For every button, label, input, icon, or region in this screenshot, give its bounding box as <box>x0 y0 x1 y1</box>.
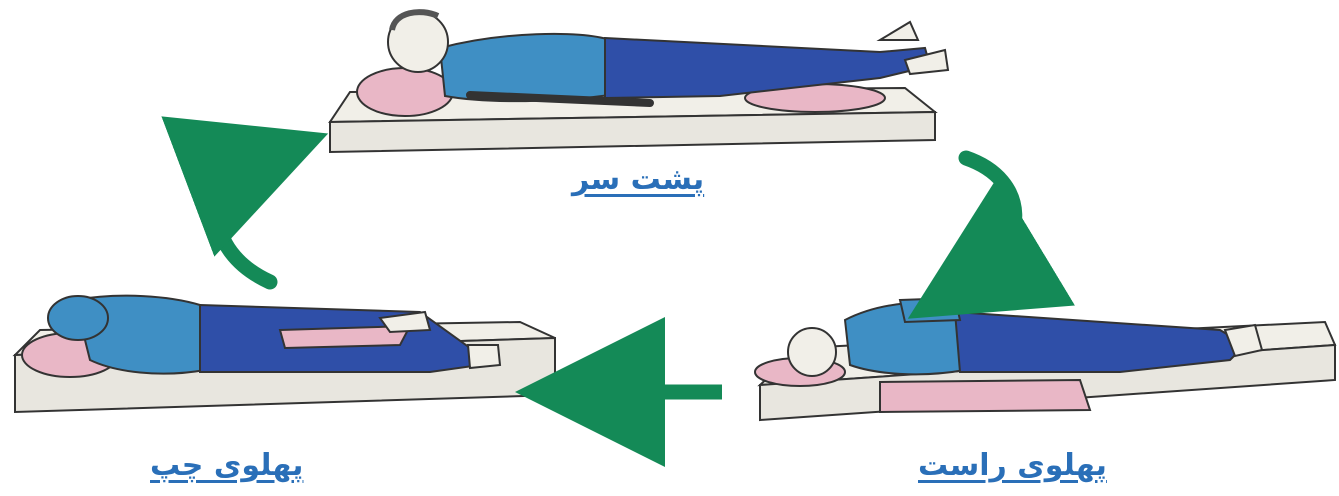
arm <box>900 298 960 322</box>
curved-arrow-icon <box>966 158 1015 280</box>
label-back-position: پشت سر <box>572 162 704 197</box>
label-left-side-position: پهلوی چپ <box>150 448 303 483</box>
head <box>788 328 836 376</box>
head-pillow <box>357 68 453 116</box>
left-side-position-figure <box>15 296 555 412</box>
curved-arrow-icon <box>218 160 270 282</box>
right-side-position-figure <box>755 298 1335 420</box>
legs <box>955 312 1245 372</box>
head <box>48 296 108 340</box>
feet <box>468 345 500 368</box>
supine-position-figure <box>330 12 948 152</box>
torso <box>440 34 610 101</box>
label-right-side-position: پهلوی راست <box>918 448 1107 483</box>
bottom-pillow <box>880 380 1090 412</box>
